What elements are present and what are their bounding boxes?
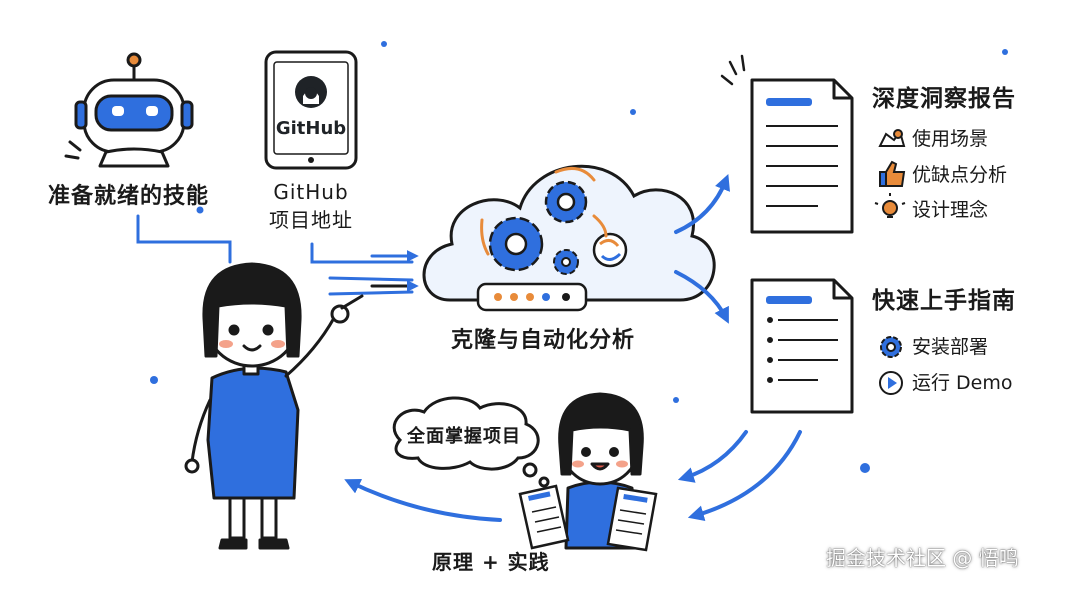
output-arrows bbox=[674, 174, 730, 324]
report-document bbox=[750, 78, 854, 234]
thumbs-up-icon bbox=[879, 160, 906, 187]
watermark: 掘金技术社区 @ 悟鸣 bbox=[826, 546, 1019, 570]
guide-item-label: 安装部署 bbox=[912, 336, 989, 358]
girl-figure-large bbox=[184, 262, 364, 550]
github-label-line1: GitHub bbox=[273, 180, 349, 204]
github-logo-text: GitHub bbox=[275, 118, 347, 139]
thought-bubble-label: 全面掌握项目 bbox=[407, 426, 521, 447]
github-label-line2: 项目地址 bbox=[269, 208, 353, 232]
cloud-label: 克隆与自动化分析 bbox=[450, 328, 636, 353]
spark-lines bbox=[720, 54, 746, 86]
input-arrows bbox=[370, 250, 419, 292]
report-item-label: 设计理念 bbox=[912, 199, 989, 221]
lightbulb-icon bbox=[874, 193, 906, 218]
guide-title: 快速上手指南 bbox=[872, 288, 1016, 314]
decorative-dots bbox=[150, 41, 1008, 473]
paper-icon-left bbox=[518, 484, 570, 550]
report-item-label: 使用场景 bbox=[912, 128, 989, 150]
tablet-icon bbox=[264, 50, 358, 170]
gear-icon-small bbox=[553, 249, 579, 275]
thought-bubble bbox=[392, 396, 550, 488]
map-icon bbox=[878, 129, 906, 147]
play-icon bbox=[879, 371, 903, 395]
gear-icon bbox=[880, 336, 902, 358]
process-arrows bbox=[480, 166, 608, 256]
gear-icon-large bbox=[488, 216, 544, 272]
spinner-icon bbox=[592, 232, 628, 268]
cloud-shape bbox=[422, 164, 716, 312]
report-title: 深度洞察报告 bbox=[872, 86, 1016, 112]
paper-icon-right bbox=[606, 486, 658, 552]
robot-icon bbox=[64, 52, 194, 168]
skills-label: 准备就绪的技能 bbox=[48, 184, 210, 209]
practice-label: 原理 + 实践 bbox=[432, 550, 550, 574]
input-connectors bbox=[136, 214, 414, 296]
girl-figure-small bbox=[558, 392, 644, 550]
guide-document bbox=[750, 278, 854, 414]
guide-item-label: 运行 Demo bbox=[912, 372, 1013, 394]
report-item-label: 优缺点分析 bbox=[912, 164, 1008, 186]
return-arrows bbox=[344, 430, 802, 522]
gear-icon-medium bbox=[544, 180, 588, 224]
